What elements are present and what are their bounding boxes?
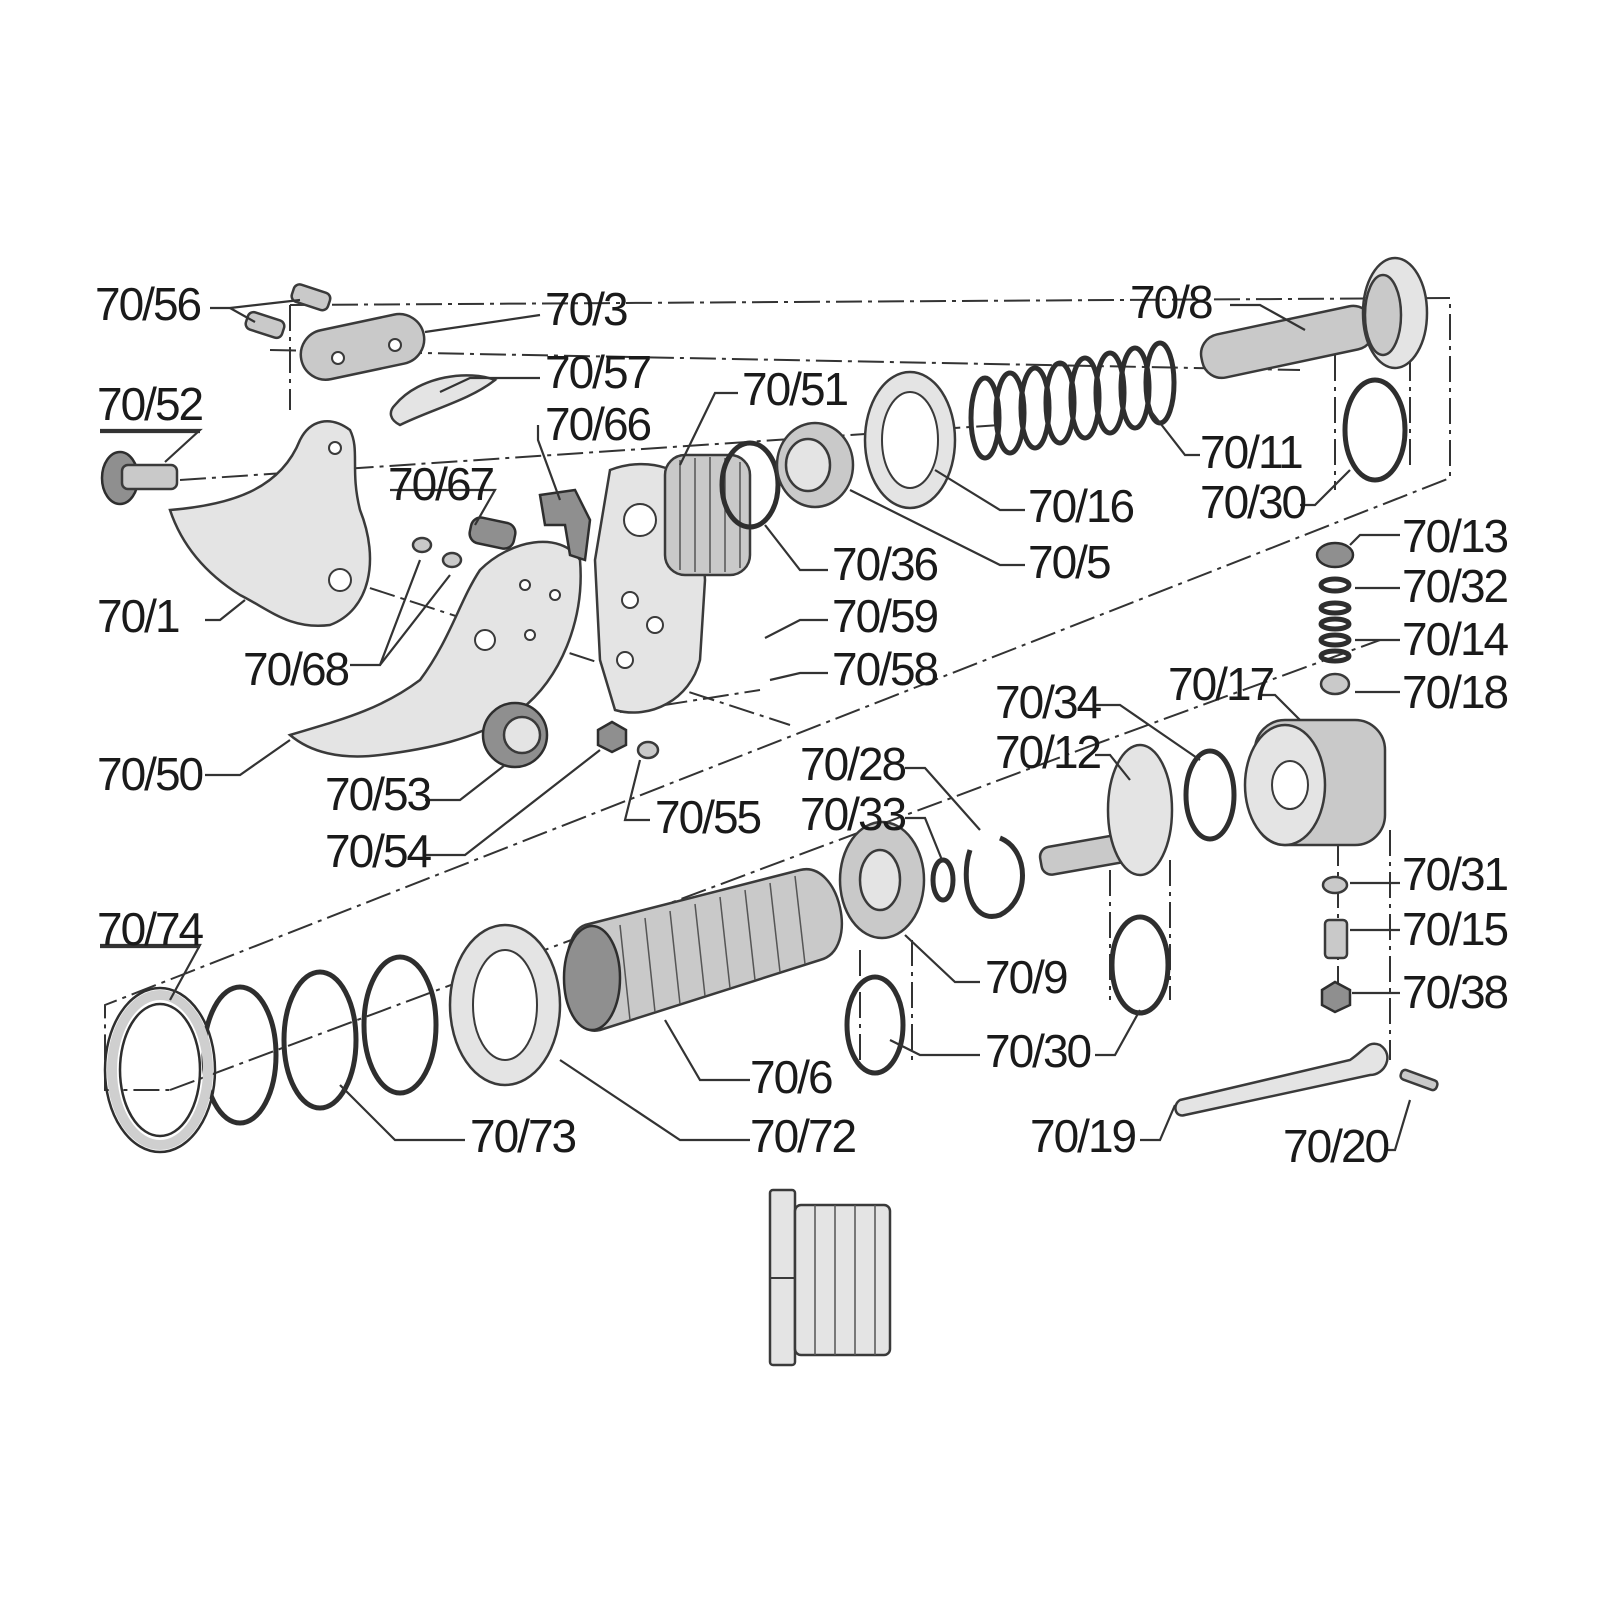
label-underlines: [100, 430, 200, 949]
label-70-53: 70/53: [325, 768, 431, 820]
label-70-30-top: 70/30: [1200, 476, 1306, 528]
label-70-13: 70/13: [1402, 510, 1508, 562]
label-70-9: 70/9: [985, 951, 1067, 1003]
label-70-16: 70/16: [1028, 480, 1134, 532]
label-70-31: 70/31: [1402, 848, 1508, 900]
label-70-73: 70/73: [470, 1110, 576, 1162]
part-70-8-piston-rod: [1199, 256, 1429, 380]
part-70-15-nipple: [1323, 918, 1349, 960]
label-70-58: 70/58: [832, 643, 938, 695]
label-70-5: 70/5: [1028, 536, 1110, 588]
part-70-73-rings: [201, 954, 439, 1126]
part-70-55-screw: [636, 740, 660, 760]
label-70-18: 70/18: [1402, 666, 1508, 718]
part-70-30-ring-top: [1342, 377, 1408, 483]
part-70-32-oring: [1318, 576, 1352, 594]
leader-lines: [100, 298, 1412, 1152]
label-70-72: 70/72: [750, 1110, 856, 1162]
label-70-52: 70/52: [97, 378, 203, 430]
part-70-57-spring-clip: [389, 374, 498, 427]
label-70-1: 70/1: [97, 590, 179, 642]
label-70-50: 70/50: [97, 748, 203, 800]
threaded-plug-detail: [768, 1188, 892, 1367]
part-70-6-knurl: [619, 875, 806, 1021]
part-70-17-cylinder-head: [1243, 718, 1387, 847]
part-70-67-plate: [468, 516, 517, 550]
part-70-38-nut: [1320, 980, 1352, 1014]
part-70-36-ring: [719, 440, 781, 530]
label-70-14: 70/14: [1402, 613, 1509, 665]
label-70-12: 70/12: [995, 726, 1101, 778]
label-70-34: 70/34: [995, 676, 1102, 728]
part-70-18-valve: [1319, 672, 1351, 696]
part-70-53-gear: [481, 701, 549, 769]
part-70-1-upper-blade: [168, 420, 372, 628]
part-70-5-bushing: [775, 421, 855, 509]
label-70-3: 70/3: [545, 283, 627, 335]
part-70-72-end-cap: [448, 923, 562, 1087]
label-70-67: 70/67: [388, 458, 494, 510]
part-70-33-oring: [930, 857, 956, 903]
part-70-19-lever: [1174, 1042, 1389, 1117]
part-70-30-rings-lower: [844, 914, 1171, 1076]
part-70-68-screws: [411, 536, 463, 569]
label-70-36: 70/36: [832, 538, 938, 590]
part-70-3-link: [299, 312, 426, 381]
label-70-11: 70/11: [1200, 426, 1302, 478]
label-70-54: 70/54: [325, 825, 432, 877]
label-70-32: 70/32: [1402, 560, 1508, 612]
part-70-13-cap: [1315, 541, 1355, 569]
part-70-20-pin: [1399, 1068, 1439, 1092]
part-70-74-washer: [103, 986, 217, 1154]
part-70-66-latch: [538, 488, 592, 562]
label-70-17: 70/17: [1168, 658, 1274, 710]
part-70-14-spring: [1318, 600, 1352, 664]
part-70-9-guide: [838, 820, 926, 940]
label-70-19: 70/19: [1030, 1110, 1136, 1162]
label-70-30-bottom: 70/30: [985, 1025, 1091, 1077]
label-70-66: 70/66: [545, 398, 651, 450]
part-70-56-screws: [244, 283, 332, 340]
label-70-20: 70/20: [1283, 1120, 1389, 1172]
part-labels: 70/56 70/3 70/8 70/52 70/57 70/51 70/66 …: [95, 276, 1511, 1172]
part-70-11-spring: [968, 340, 1177, 461]
part-70-51-body: [593, 453, 752, 714]
label-70-28: 70/28: [800, 738, 906, 790]
label-70-55: 70/55: [655, 791, 761, 843]
label-70-68: 70/68: [243, 643, 349, 695]
part-70-6-handle-tube: [562, 868, 843, 1032]
part-70-28-circlip: [963, 835, 1025, 919]
label-70-59: 70/59: [832, 590, 938, 642]
part-70-34-oring: [1183, 748, 1237, 842]
label-70-6: 70/6: [750, 1051, 832, 1103]
part-70-54-nut: [596, 720, 628, 754]
label-70-51: 70/51: [742, 363, 848, 415]
part-70-12-piston: [1038, 743, 1174, 877]
label-70-56: 70/56: [95, 278, 201, 330]
label-70-57: 70/57: [545, 346, 651, 398]
part-70-52-bolt: [100, 450, 179, 506]
label-70-15: 70/15: [1402, 903, 1508, 955]
label-70-33: 70/33: [800, 788, 906, 840]
part-70-31-nut: [1321, 875, 1349, 895]
label-70-38: 70/38: [1402, 966, 1508, 1018]
part-70-16-washer: [863, 370, 957, 510]
label-70-8: 70/8: [1130, 276, 1212, 328]
part-70-51-knurl: [679, 457, 741, 573]
